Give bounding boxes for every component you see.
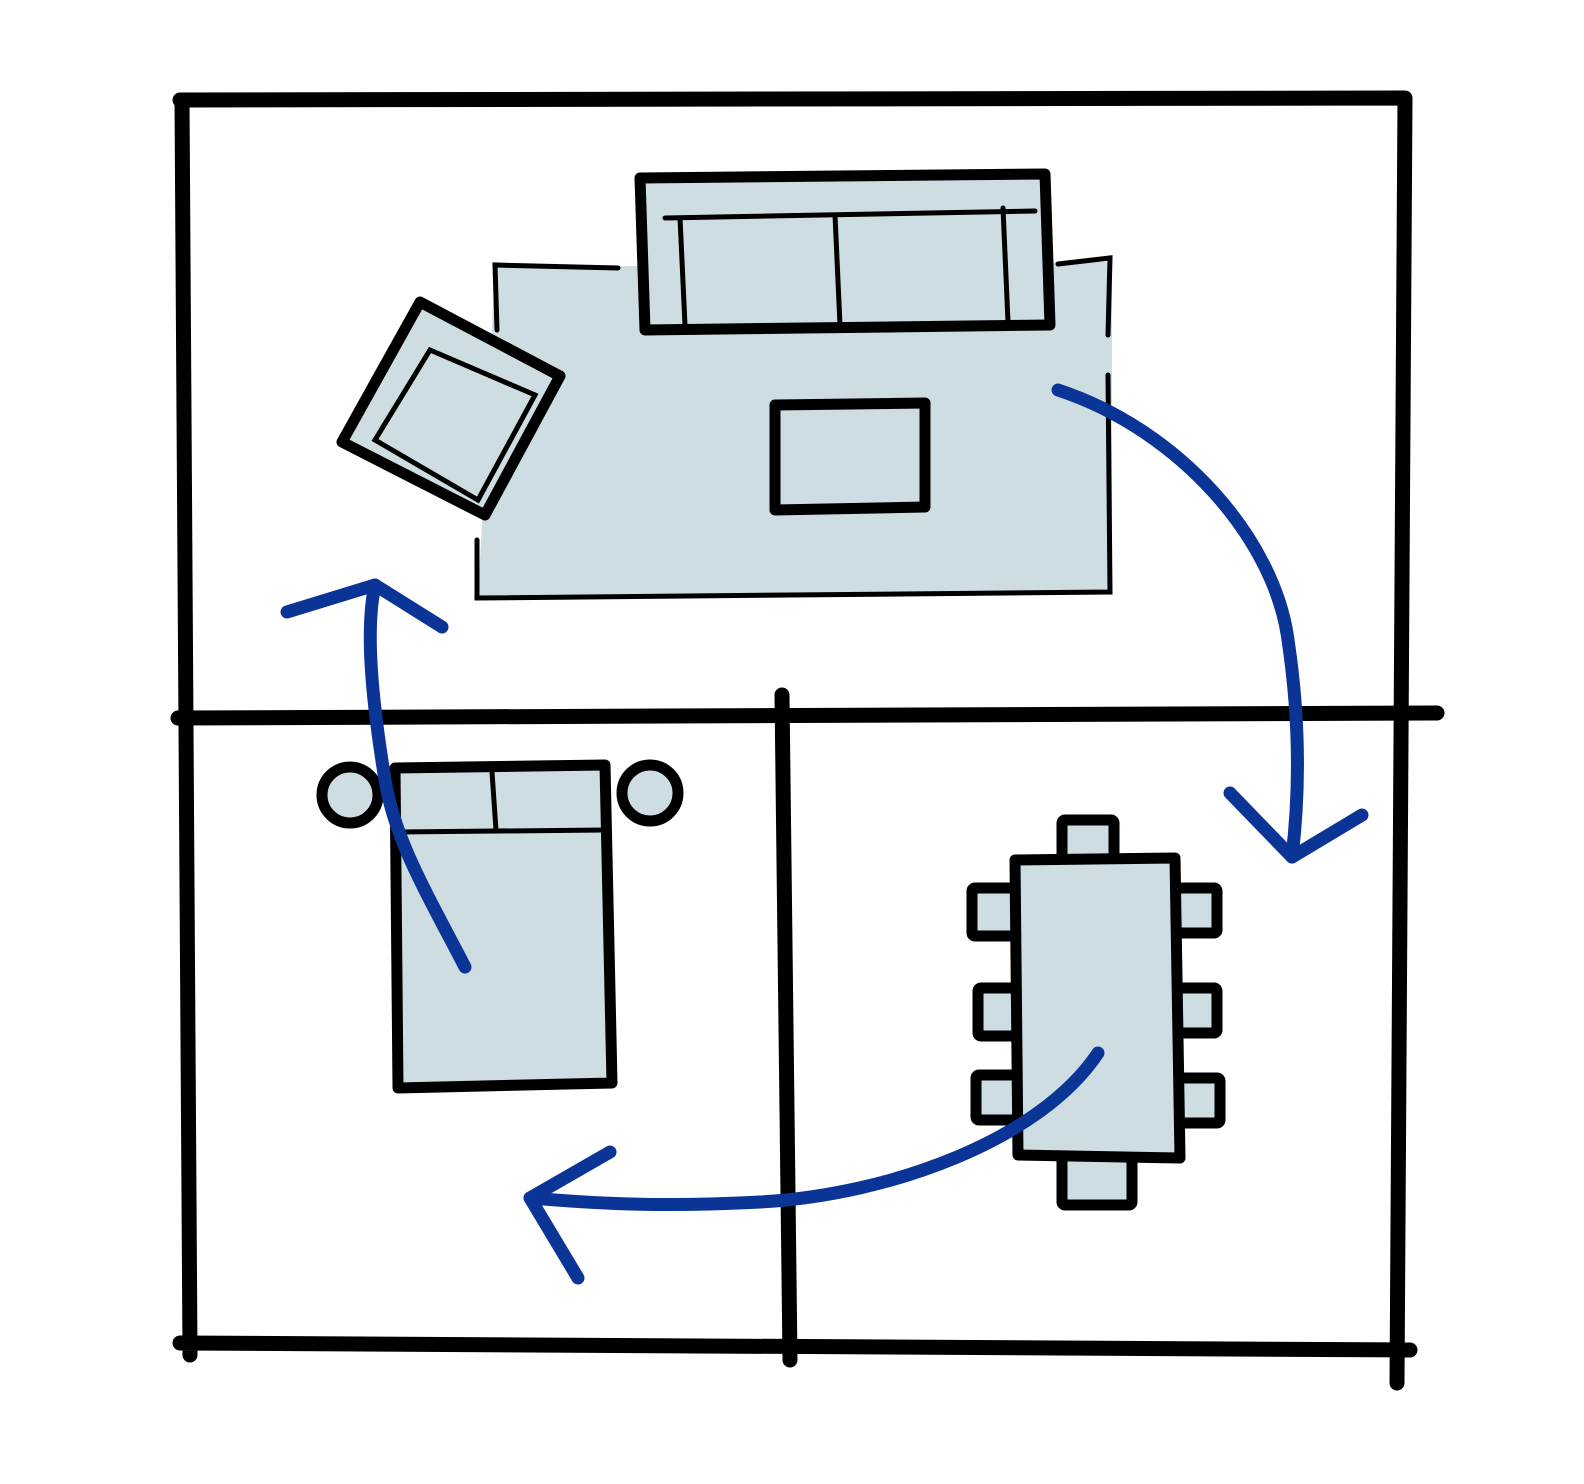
sofa-cushion-dividers <box>677 205 1011 328</box>
flow-arrows <box>280 383 1369 1285</box>
nightstand-right <box>616 759 684 827</box>
bed-frame <box>389 759 618 1094</box>
flow-arrow-bedroom-to-living <box>280 578 472 974</box>
dining-table <box>1009 852 1186 1164</box>
dining-chair <box>1056 1149 1138 1211</box>
sofa <box>634 168 1056 336</box>
flow-arrow-dining-to-bedroom <box>523 1046 1105 1285</box>
interior-wall-vertical <box>774 687 798 1368</box>
flow-arrow-dining-to-bedroom-head <box>523 1145 617 1285</box>
armchair <box>336 296 566 521</box>
flow-arrow-living-to-dining-head <box>1223 786 1369 864</box>
bed <box>389 759 618 1094</box>
flow-arrow-bedroom-to-living-head <box>280 578 449 634</box>
bed-pillow-divider <box>489 769 499 833</box>
rug-edge <box>474 255 1113 601</box>
walls <box>170 90 1445 1391</box>
interior-wall-horizontal <box>170 705 1445 726</box>
sofa-back-line <box>662 208 1038 221</box>
bed-pillow-line <box>395 827 609 835</box>
armchair-frame <box>336 296 566 521</box>
living-room <box>336 168 1113 601</box>
flow-arrow-dining-to-bedroom-line <box>523 1046 1105 1212</box>
nightstand-left <box>316 761 384 829</box>
flow-arrow-living-to-dining <box>1051 383 1369 864</box>
dining-chair <box>970 1069 1024 1126</box>
dining-room <box>966 814 1226 1211</box>
flow-arrow-bedroom-to-living-line <box>363 578 472 974</box>
armchair-seat <box>371 346 539 504</box>
sofa-frame <box>634 168 1056 336</box>
coffee-table <box>769 397 931 516</box>
flow-arrow-living-to-dining-line <box>1051 383 1305 864</box>
bedroom <box>316 759 684 1094</box>
